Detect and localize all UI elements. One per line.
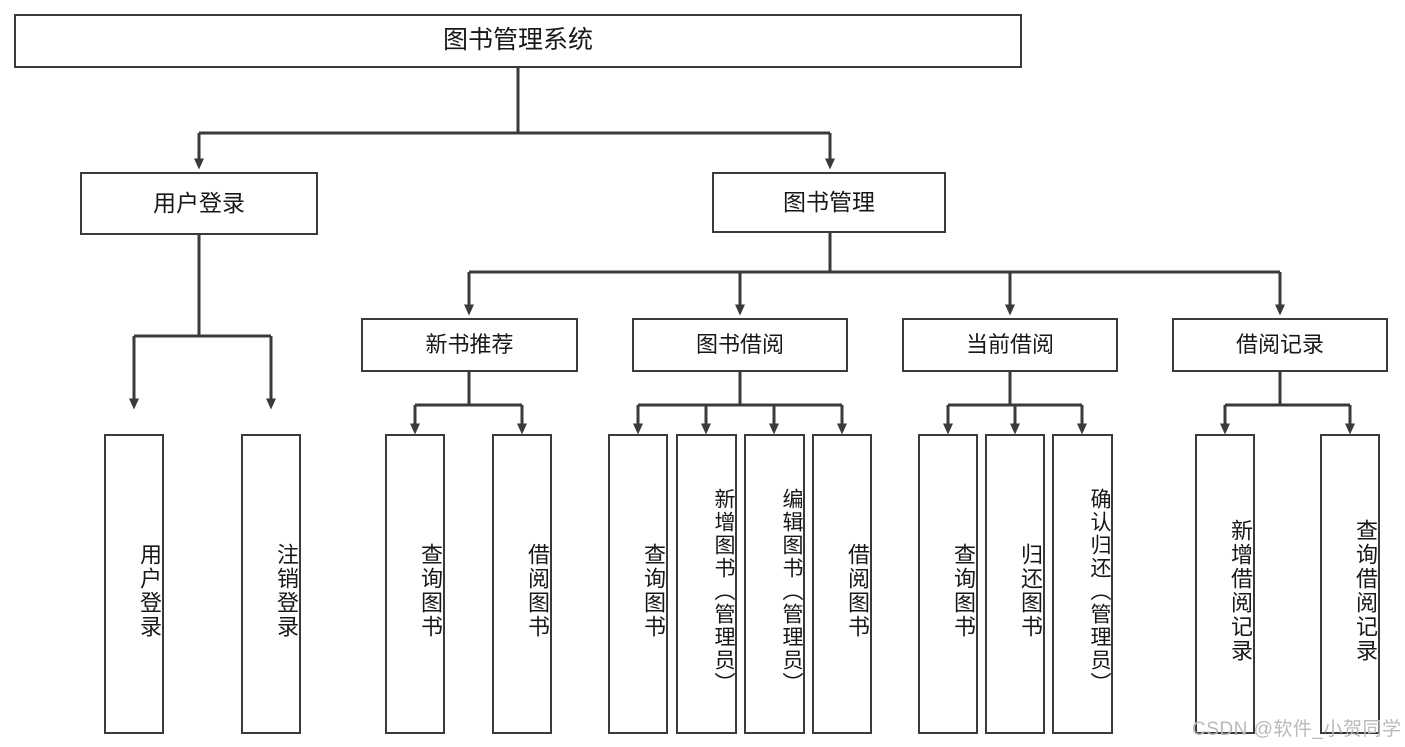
leaf-record-add-borrow-record[interactable]: 新增借阅记录 — [1195, 434, 1255, 734]
node-new-book-recommend[interactable]: 新书推荐 — [361, 318, 578, 372]
node-book-management[interactable]: 图书管理 — [712, 172, 946, 233]
leaf-current-query-book[interactable]: 查询图书 — [918, 434, 978, 734]
leaf-current-confirm-return-admin[interactable]: 确认归还（管理员） — [1052, 434, 1113, 734]
node-borrow-record[interactable]: 借阅记录 — [1172, 318, 1388, 372]
node-current-borrow[interactable]: 当前借阅 — [902, 318, 1118, 372]
leaf-borrow-query-book[interactable]: 查询图书 — [608, 434, 668, 734]
leaf-recommend-borrow-book[interactable]: 借阅图书 — [492, 434, 552, 734]
leaf-borrow-borrow-book[interactable]: 借阅图书 — [812, 434, 872, 734]
leaf-current-return-book[interactable]: 归还图书 — [985, 434, 1045, 734]
node-user-login[interactable]: 用户登录 — [80, 172, 318, 235]
leaf-borrow-edit-book-admin[interactable]: 编辑图书（管理员） — [744, 434, 805, 734]
leaf-recommend-query-book[interactable]: 查询图书 — [385, 434, 445, 734]
leaf-user-login[interactable]: 用户登录 — [104, 434, 164, 734]
node-root-system[interactable]: 图书管理系统 — [14, 14, 1022, 68]
leaf-user-logout[interactable]: 注销登录 — [241, 434, 301, 734]
node-book-borrow[interactable]: 图书借阅 — [632, 318, 848, 372]
leaf-record-query-borrow-record[interactable]: 查询借阅记录 — [1320, 434, 1380, 734]
leaf-borrow-add-book-admin[interactable]: 新增图书（管理员） — [676, 434, 737, 734]
